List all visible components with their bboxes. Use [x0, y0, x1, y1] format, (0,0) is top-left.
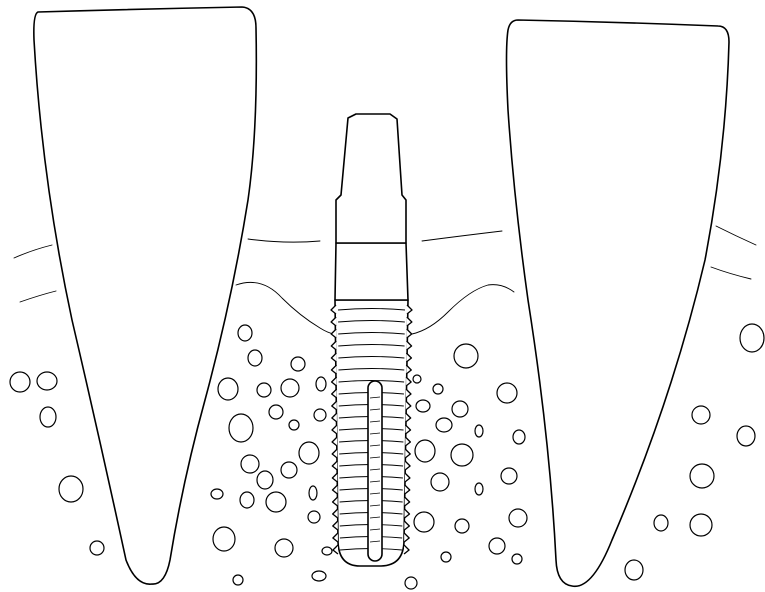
bone-grain: [37, 372, 57, 390]
bone-grain: [452, 401, 468, 417]
gum-line-left-upper: [248, 239, 320, 242]
bone-grain: [241, 455, 259, 473]
bone-grain: [309, 486, 317, 500]
bone-grain: [218, 378, 238, 400]
bone-grain: [414, 512, 434, 532]
gum-contour-left: [236, 282, 334, 334]
right-tissue-line-2: [711, 267, 751, 279]
bone-grain: [690, 464, 714, 488]
bone-grain: [266, 492, 286, 512]
bone-grain: [281, 379, 299, 397]
bone-grain: [316, 377, 326, 391]
bone-grain: [229, 414, 253, 442]
bone-grain: [291, 357, 305, 371]
bone-grain: [431, 473, 449, 491]
bone-grain: [257, 471, 273, 489]
gum-contour-right: [412, 285, 514, 334]
bone-grain: [90, 541, 104, 555]
bone-grain: [308, 511, 320, 523]
bone-grain: [451, 444, 473, 466]
bone-grain: [433, 384, 443, 394]
bone-grain: [489, 538, 505, 554]
left-tissue-line-1: [14, 245, 52, 258]
bone-grain: [40, 407, 56, 427]
bone-grain: [289, 420, 299, 430]
bone-grain: [233, 575, 243, 585]
bone-grain: [281, 462, 297, 478]
bone-grain: [269, 405, 283, 419]
implant-groove: [368, 381, 382, 561]
right-tissue-line-1: [716, 226, 756, 245]
bone-grain: [436, 418, 452, 432]
implant-collar: [335, 243, 408, 300]
right-tooth: [507, 20, 730, 586]
bone-grain: [454, 344, 478, 368]
bone-grain: [275, 539, 293, 557]
bone-grain: [690, 514, 712, 536]
bone-grain: [238, 325, 252, 341]
bone-grain: [654, 515, 668, 531]
bone-grain: [512, 554, 522, 564]
bone-grain: [513, 430, 525, 444]
bone-grain: [299, 442, 319, 464]
bone-grain: [475, 425, 483, 437]
gum-line-right-upper: [422, 231, 502, 241]
bone-grain: [312, 571, 326, 581]
bone-grain: [415, 440, 435, 462]
bone-grain: [692, 406, 710, 424]
dental-implant: [331, 114, 412, 566]
bone-grain: [10, 372, 30, 392]
bone-grain: [257, 383, 271, 397]
bone-grain: [211, 489, 223, 499]
bone-grain: [509, 509, 527, 527]
bone-grain: [497, 383, 517, 403]
implant-abutment: [336, 114, 406, 243]
bone-grain: [416, 400, 430, 412]
bone-grain: [405, 577, 417, 589]
bone-grain: [441, 552, 451, 562]
bone-grain: [248, 350, 262, 366]
bone-grain: [413, 375, 421, 383]
bone-grain: [59, 476, 83, 502]
bone-grain: [501, 468, 517, 484]
bone-grain: [314, 409, 326, 421]
bone-grain: [740, 324, 764, 352]
bone-grain: [322, 547, 332, 555]
bone-grain: [625, 560, 643, 580]
left-tissue-line-2: [20, 291, 56, 302]
bone-grain: [213, 527, 235, 551]
bone-grain: [475, 483, 483, 495]
bone-grain: [737, 426, 755, 446]
bone-grain: [455, 519, 469, 533]
bone-grain: [240, 492, 254, 508]
